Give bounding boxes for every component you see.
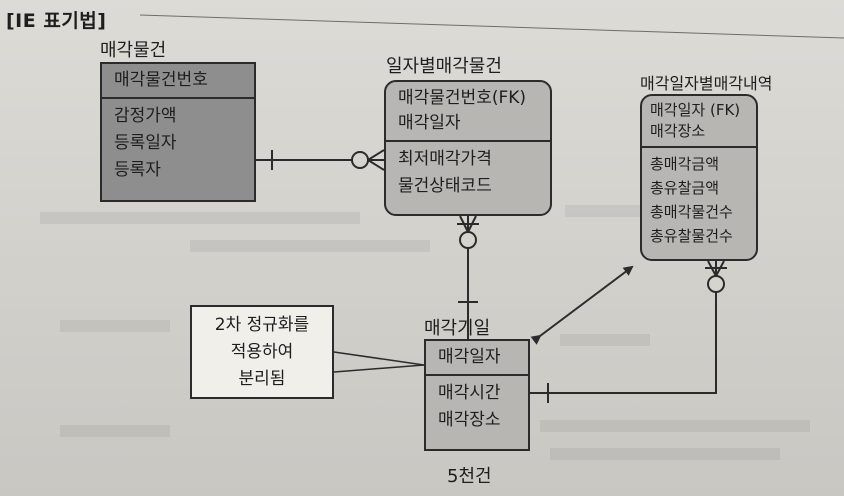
attribute: 총매각물건수 — [650, 203, 733, 221]
key-attribute: 매각물건번호(FK) — [398, 88, 527, 108]
entity-title-daily-sales: 매각일자별매각내역 — [640, 74, 773, 93]
entity-attribute-section: 총매각금액 총유찰금액 총매각물건수 총유찰물건수 — [642, 148, 756, 252]
entity-daily-property: 매각물건번호(FK) 매각일자 최저매각가격 물건상태코드 — [384, 80, 552, 216]
section-label: [IE 표기법] — [6, 10, 107, 32]
key-attribute: 매각일자 — [398, 113, 461, 133]
attribute: 총유찰금액 — [650, 179, 720, 197]
key-attribute: 매각일자 (FK) — [650, 101, 741, 119]
attribute: 등록자 — [114, 160, 161, 180]
note-line: 2차 정규화를 — [214, 314, 310, 335]
relation-property-to-daily-property — [256, 149, 385, 171]
normalization-note: 2차 정규화를 적용하여 분리됨 — [190, 305, 334, 399]
entity-daily-sales: 매각일자 (FK) 매각장소 총매각금액 총유찰금액 총매각물건수 총유찰물건수 — [640, 94, 758, 261]
entity-sale-date: 매각일자 매각시간 매각장소 — [424, 339, 530, 451]
attribute: 물건상태코드 — [398, 176, 492, 196]
entity-key-section: 매각물건번호(FK) 매각일자 — [386, 82, 550, 142]
record-count-caption: 5천건 — [447, 466, 492, 487]
attribute: 최저매각가격 — [398, 149, 492, 169]
attribute: 등록일자 — [114, 133, 177, 153]
key-attribute: 매각일자 — [438, 347, 501, 367]
entity-title-property: 매각물건 — [100, 40, 167, 61]
background-text-band — [540, 420, 810, 432]
background-text-band — [60, 425, 170, 437]
attribute: 매각시간 — [438, 383, 501, 403]
note-connector — [333, 351, 425, 366]
attribute: 총유찰물건수 — [650, 227, 733, 245]
note-line: 적용하여 — [230, 341, 294, 362]
entity-title-sale-date: 매각기일 — [424, 318, 491, 339]
header-rule — [139, 14, 844, 39]
attribute: 감정가액 — [114, 106, 177, 126]
entity-title-daily-property: 일자별매각물건 — [386, 56, 502, 77]
background-text-band — [60, 320, 170, 332]
background-text-band — [190, 240, 430, 252]
entity-attribute-section: 최저매각가격 물건상태코드 — [386, 142, 550, 204]
entity-attribute-section: 매각시간 매각장소 — [426, 376, 528, 438]
entity-attribute-section: 감정가액 등록일자 등록자 — [102, 99, 254, 188]
key-attribute: 매각물건번호 — [114, 70, 208, 90]
background-text-band — [40, 212, 360, 224]
attribute: 매각장소 — [438, 410, 501, 430]
relation-saledate-to-daily-property — [457, 215, 479, 339]
attribute: 총매각금액 — [650, 155, 720, 173]
separation-arrow — [530, 265, 634, 345]
entity-key-section: 매각물건번호 — [102, 64, 254, 99]
background-text-band — [550, 448, 780, 460]
entity-key-section: 매각일자 (FK) 매각장소 — [642, 96, 756, 148]
relation-saledate-to-daily-sales — [530, 260, 727, 403]
background-text-band — [565, 205, 655, 217]
entity-property: 매각물건번호 감정가액 등록일자 등록자 — [100, 62, 256, 202]
note-connector — [333, 364, 425, 373]
key-attribute: 매각장소 — [650, 122, 706, 140]
note-line: 분리됨 — [238, 368, 286, 389]
entity-key-section: 매각일자 — [426, 341, 528, 376]
